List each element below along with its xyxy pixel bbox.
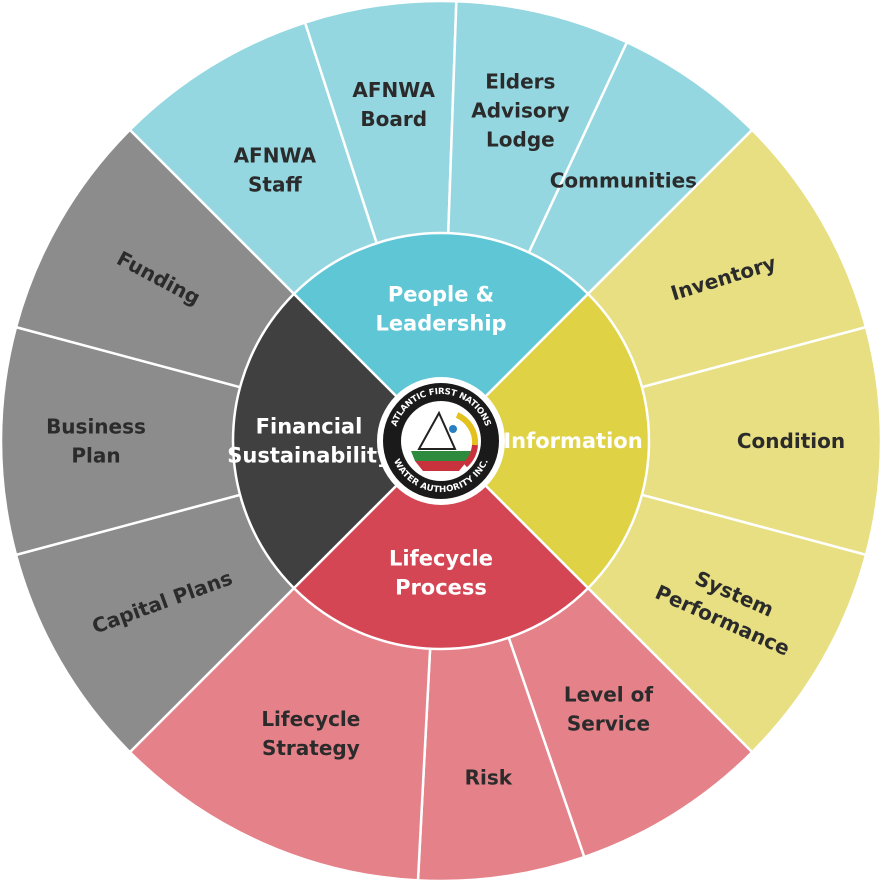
title-financial-sustainability-line: Financial: [256, 415, 363, 439]
title-lifecycle-process-line: Lifecycle: [389, 547, 493, 571]
title-people-leadership-line: Leadership: [375, 312, 506, 336]
label-condition-line: Condition: [737, 429, 845, 453]
label-lifecycle-strategy-line: Lifecycle: [261, 707, 360, 731]
label-afnwa-staff-line: Staff: [248, 172, 302, 196]
title-lifecycle-process-line: Process: [395, 576, 487, 600]
label-business-plan-line: Plan: [71, 444, 120, 468]
inner-ring: People & LeadershipInformationLifecyclePr…: [227, 231, 651, 651]
title-people-leadership-line: People &: [388, 283, 494, 307]
tipi-emblem-icon: [411, 410, 479, 471]
label-communities-line: Communities: [550, 169, 697, 193]
label-business-plan-line: Business: [46, 415, 146, 439]
label-elders-advisory-lodge-line: Advisory: [471, 98, 569, 122]
title-information-line: Information: [503, 429, 642, 453]
label-elders-advisory-lodge-line: Lodge: [486, 127, 555, 151]
label-level-of-service-line: Service: [567, 711, 650, 735]
label-level-of-service-line: Level of: [564, 682, 653, 706]
label-risk-line: Risk: [465, 766, 513, 790]
label-elders-advisory-lodge-line: Elders: [485, 69, 555, 93]
label-lifecycle-strategy-line: Strategy: [262, 736, 360, 760]
label-afnwa-staff-line: AFNWA: [234, 143, 317, 167]
title-financial-sustainability-line: Sustainability: [227, 444, 391, 468]
label-afnwa-board-line: AFNWA: [352, 78, 435, 102]
label-afnwa-board-line: Board: [360, 107, 427, 131]
